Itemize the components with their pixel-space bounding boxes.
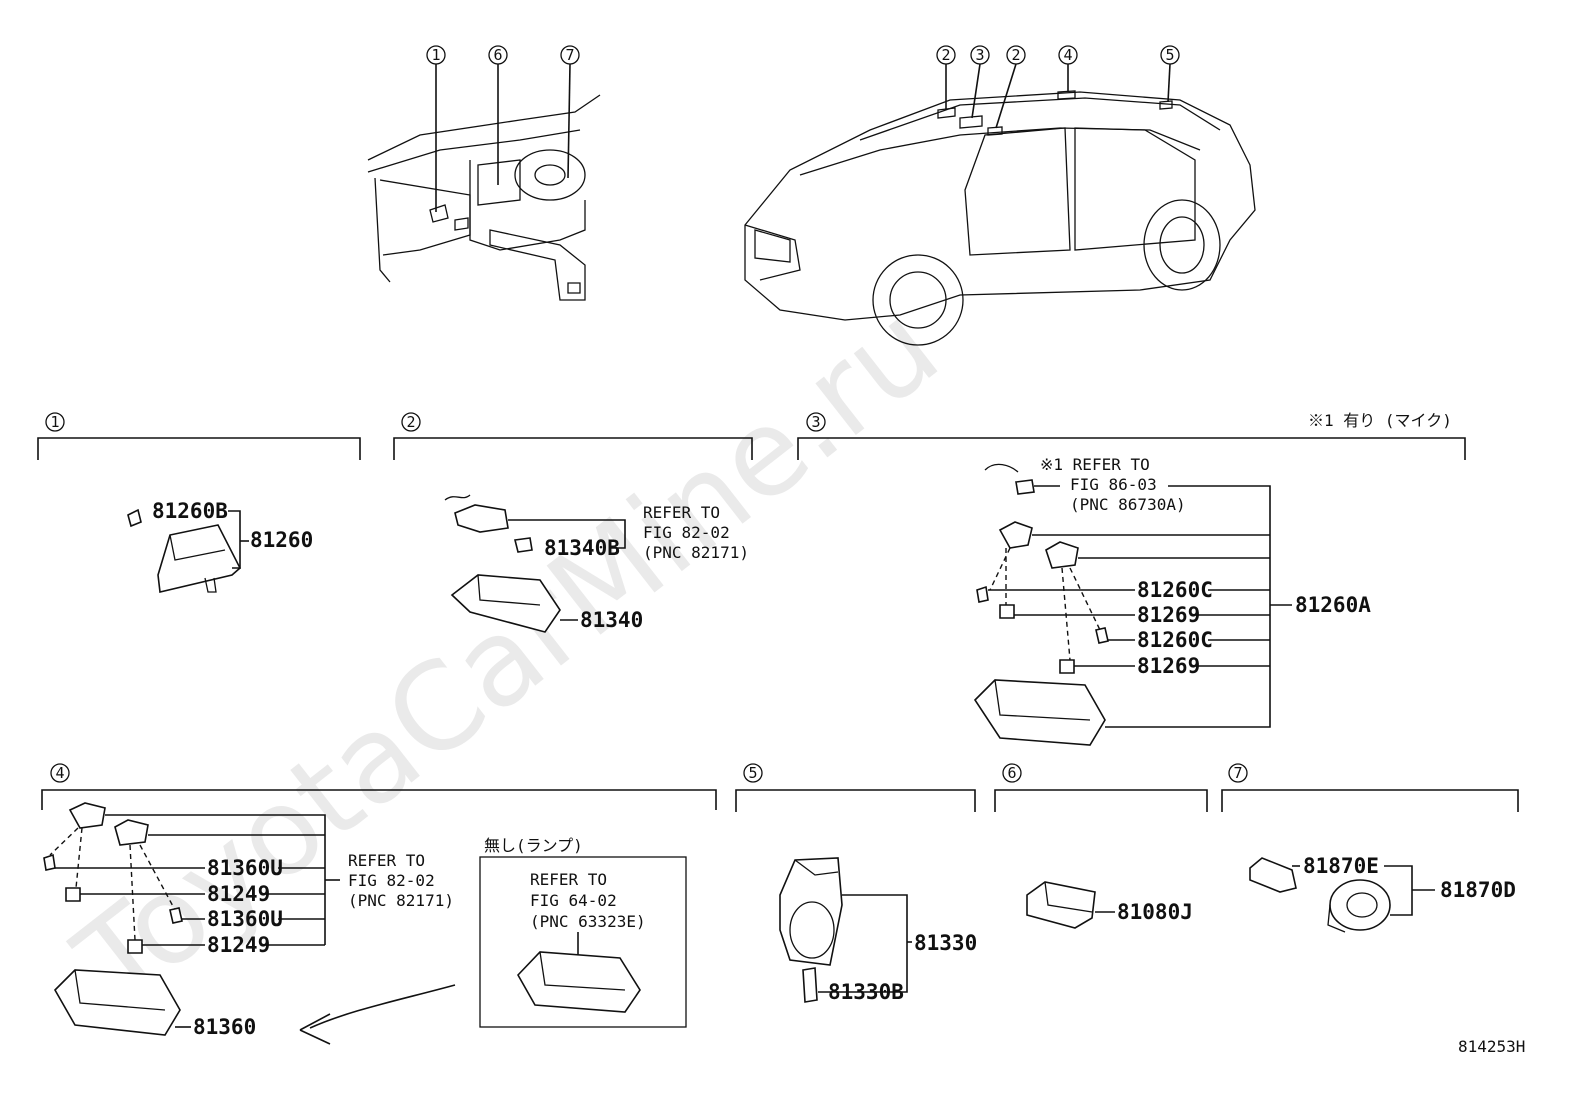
part-81330: 81330	[914, 931, 977, 955]
part-81080J: 81080J	[1117, 900, 1193, 924]
part-81249-a: 81249	[207, 882, 270, 906]
section-2-ref-line1: REFER TO	[643, 503, 720, 522]
callout-6: 6	[493, 46, 502, 64]
car-exterior-illustration	[744, 90, 1256, 346]
inset-ref-line2: FIG 64-02	[530, 891, 617, 910]
part-81340: 81340	[580, 608, 643, 632]
section-1-number: 1	[50, 413, 59, 431]
part-81870E: 81870E	[1303, 854, 1379, 878]
part-81260C-a: 81260C	[1137, 578, 1213, 602]
part-81260C-b: 81260C	[1137, 628, 1213, 652]
part-81360U-a: 81360U	[207, 856, 283, 880]
section-4-ref-line3: (PNC 82171)	[348, 891, 454, 910]
section-4: 4 81360U 81249 81360U 81249 REFER TO FIG…	[41, 763, 717, 1045]
section-2: 2 81340B 81340 REFER TO FIG 82-02 (PNC 8…	[393, 412, 753, 633]
interior-dashboard-illustration	[367, 94, 601, 301]
section-4-number: 4	[55, 764, 64, 782]
section-2-ref-line2: FIG 82-02	[643, 523, 730, 542]
section-2-ref-line3: (PNC 82171)	[643, 543, 749, 562]
section-3-number: 3	[811, 413, 820, 431]
callout-4: 4	[1063, 46, 1072, 64]
part-81260A: 81260A	[1295, 593, 1371, 617]
callout-7: 7	[565, 46, 574, 64]
callout-2a: 2	[941, 46, 950, 64]
part-81269-a: 81269	[1137, 603, 1200, 627]
section-6-number: 6	[1007, 764, 1016, 782]
part-81360: 81360	[193, 1015, 256, 1039]
part-81260B: 81260B	[152, 499, 228, 523]
part-81269-b: 81269	[1137, 654, 1200, 678]
figure-code: 814253H	[1458, 1037, 1525, 1056]
section-3-ref-line1: ※1 REFER TO	[1040, 455, 1150, 474]
section-7-number: 7	[1233, 764, 1242, 782]
inset-ref-line1: REFER TO	[530, 870, 607, 889]
part-81260: 81260	[250, 528, 313, 552]
part-81360U-b: 81360U	[207, 907, 283, 931]
callout-2b: 2	[1011, 46, 1020, 64]
section-3-ref-line2: FIG 86-03	[1070, 475, 1157, 494]
exterior-callouts: 2 3 2 4 5	[936, 45, 1180, 129]
section-4-ref-line2: FIG 82-02	[348, 871, 435, 890]
section-4-ref-line1: REFER TO	[348, 851, 425, 870]
part-81870D: 81870D	[1440, 878, 1516, 902]
section-3-ref-line3: (PNC 86730A)	[1070, 495, 1186, 514]
part-81330B: 81330B	[828, 980, 904, 1004]
section-1: 1 81260B 81260	[37, 412, 361, 593]
section-3: 3 ※1 REFER TO FIG 86-03 (PNC 86730A) 812…	[797, 412, 1466, 746]
callout-1: 1	[431, 46, 440, 64]
section-2-number: 2	[406, 413, 415, 431]
section-5: 5 81330 81330B	[735, 763, 977, 1004]
section-7: 7 81870E 81870D	[1221, 763, 1519, 933]
part-81249-b: 81249	[207, 933, 270, 957]
interior-callouts: 1 6 7	[426, 45, 580, 212]
inset-ref-line3: (PNC 63323E)	[530, 912, 646, 931]
microphone-note: ※1 有り (マイク)	[1308, 411, 1452, 430]
callout-5: 5	[1165, 46, 1174, 64]
section-5-number: 5	[748, 764, 757, 782]
callout-3: 3	[975, 46, 984, 64]
inset-title: 無し(ランプ)	[484, 836, 583, 855]
section-6: 6 81080J	[994, 763, 1208, 929]
part-81340B: 81340B	[544, 536, 620, 560]
